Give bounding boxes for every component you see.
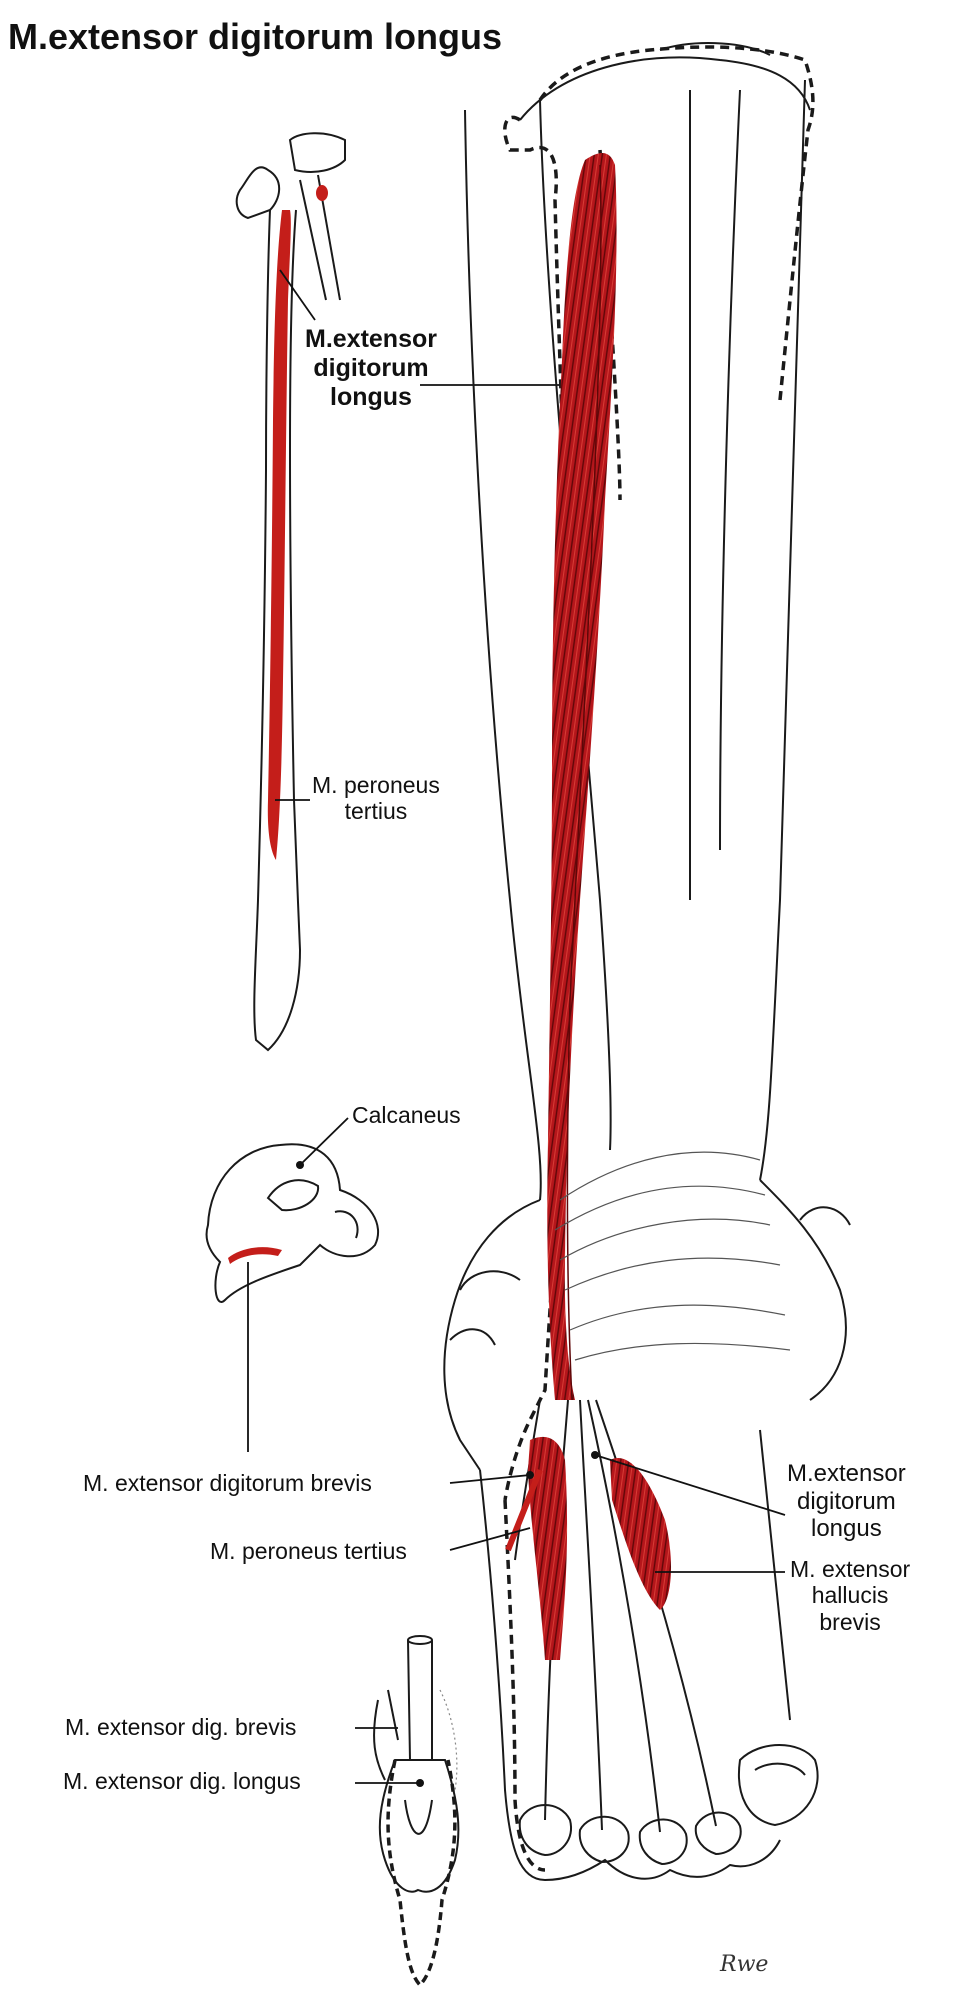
page-title: M.extensor digitorum longus (8, 16, 503, 57)
edl-upper-line-1: M.extensor (305, 325, 437, 353)
peroneus-tertius-tendon (505, 1468, 543, 1552)
peroneus-lower-label: M. peroneus tertius (210, 1538, 407, 1564)
edb-leader (449, 1474, 531, 1484)
fibula-bone-drawing (235, 132, 346, 1052)
ehb-line-3: brevis (819, 1608, 881, 1635)
ehb-label: M. extensor hallucis brevis (790, 1556, 910, 1635)
calcaneus-label: Calcaneus (352, 1102, 461, 1128)
edl-small-pointer-dot (416, 1779, 424, 1787)
edl-lower-label: M.extensor digitorum longus (787, 1460, 906, 1543)
calcaneus-origin-mark (228, 1247, 282, 1264)
edl-upper-line-2: digitorum (313, 353, 429, 382)
edl-small-label: M. extensor dig. longus (63, 1768, 301, 1794)
calcaneus-bone-drawing (205, 1143, 380, 1303)
edl-muscle-belly (547, 153, 617, 1400)
edb-small-label: M. extensor dig. brevis (65, 1714, 297, 1740)
leg-outline (443, 42, 851, 1882)
edl-lower-line-1: M.extensor (787, 1460, 906, 1487)
edb-pointer-dot (526, 1471, 534, 1479)
edl-upper-leader (279, 269, 316, 321)
ehb-line-2: hallucis (811, 1582, 889, 1609)
peroneus-upper-line-2: tertius (344, 798, 408, 825)
peroneus-lower-leader (449, 1527, 531, 1551)
ehb-muscle-belly (610, 1458, 672, 1610)
calcaneus-leader (299, 1117, 349, 1166)
edl-lower-line-2: digitorum (797, 1487, 896, 1515)
toe-dotted-outline (439, 1689, 458, 1791)
ehb-line-1: M. extensor (790, 1556, 911, 1582)
edl-upper-label: M.extensor digitorum longus (305, 325, 437, 411)
edb-muscle-belly (528, 1436, 568, 1660)
peroneus-upper-line-1: M. peroneus (312, 772, 440, 798)
toe-dashed-outline (386, 1759, 457, 1988)
peroneus-upper-label: M. peroneus tertius (312, 772, 440, 825)
edl-lower-line-3: longus (810, 1515, 882, 1543)
edl-lower-leader (594, 1454, 786, 1516)
toe-detail-drawing (373, 1635, 460, 1893)
fibula-head-origin (316, 185, 328, 201)
edb-main-label: M. extensor digitorum brevis (83, 1470, 372, 1496)
extensor-retinaculum (554, 1151, 791, 1361)
edl-upper-line-3: longus (330, 382, 412, 411)
bone-dashed-outline (503, 45, 815, 1872)
fibula-muscle-origin (267, 210, 291, 860)
artist-signature: Rwe (720, 1952, 769, 1977)
